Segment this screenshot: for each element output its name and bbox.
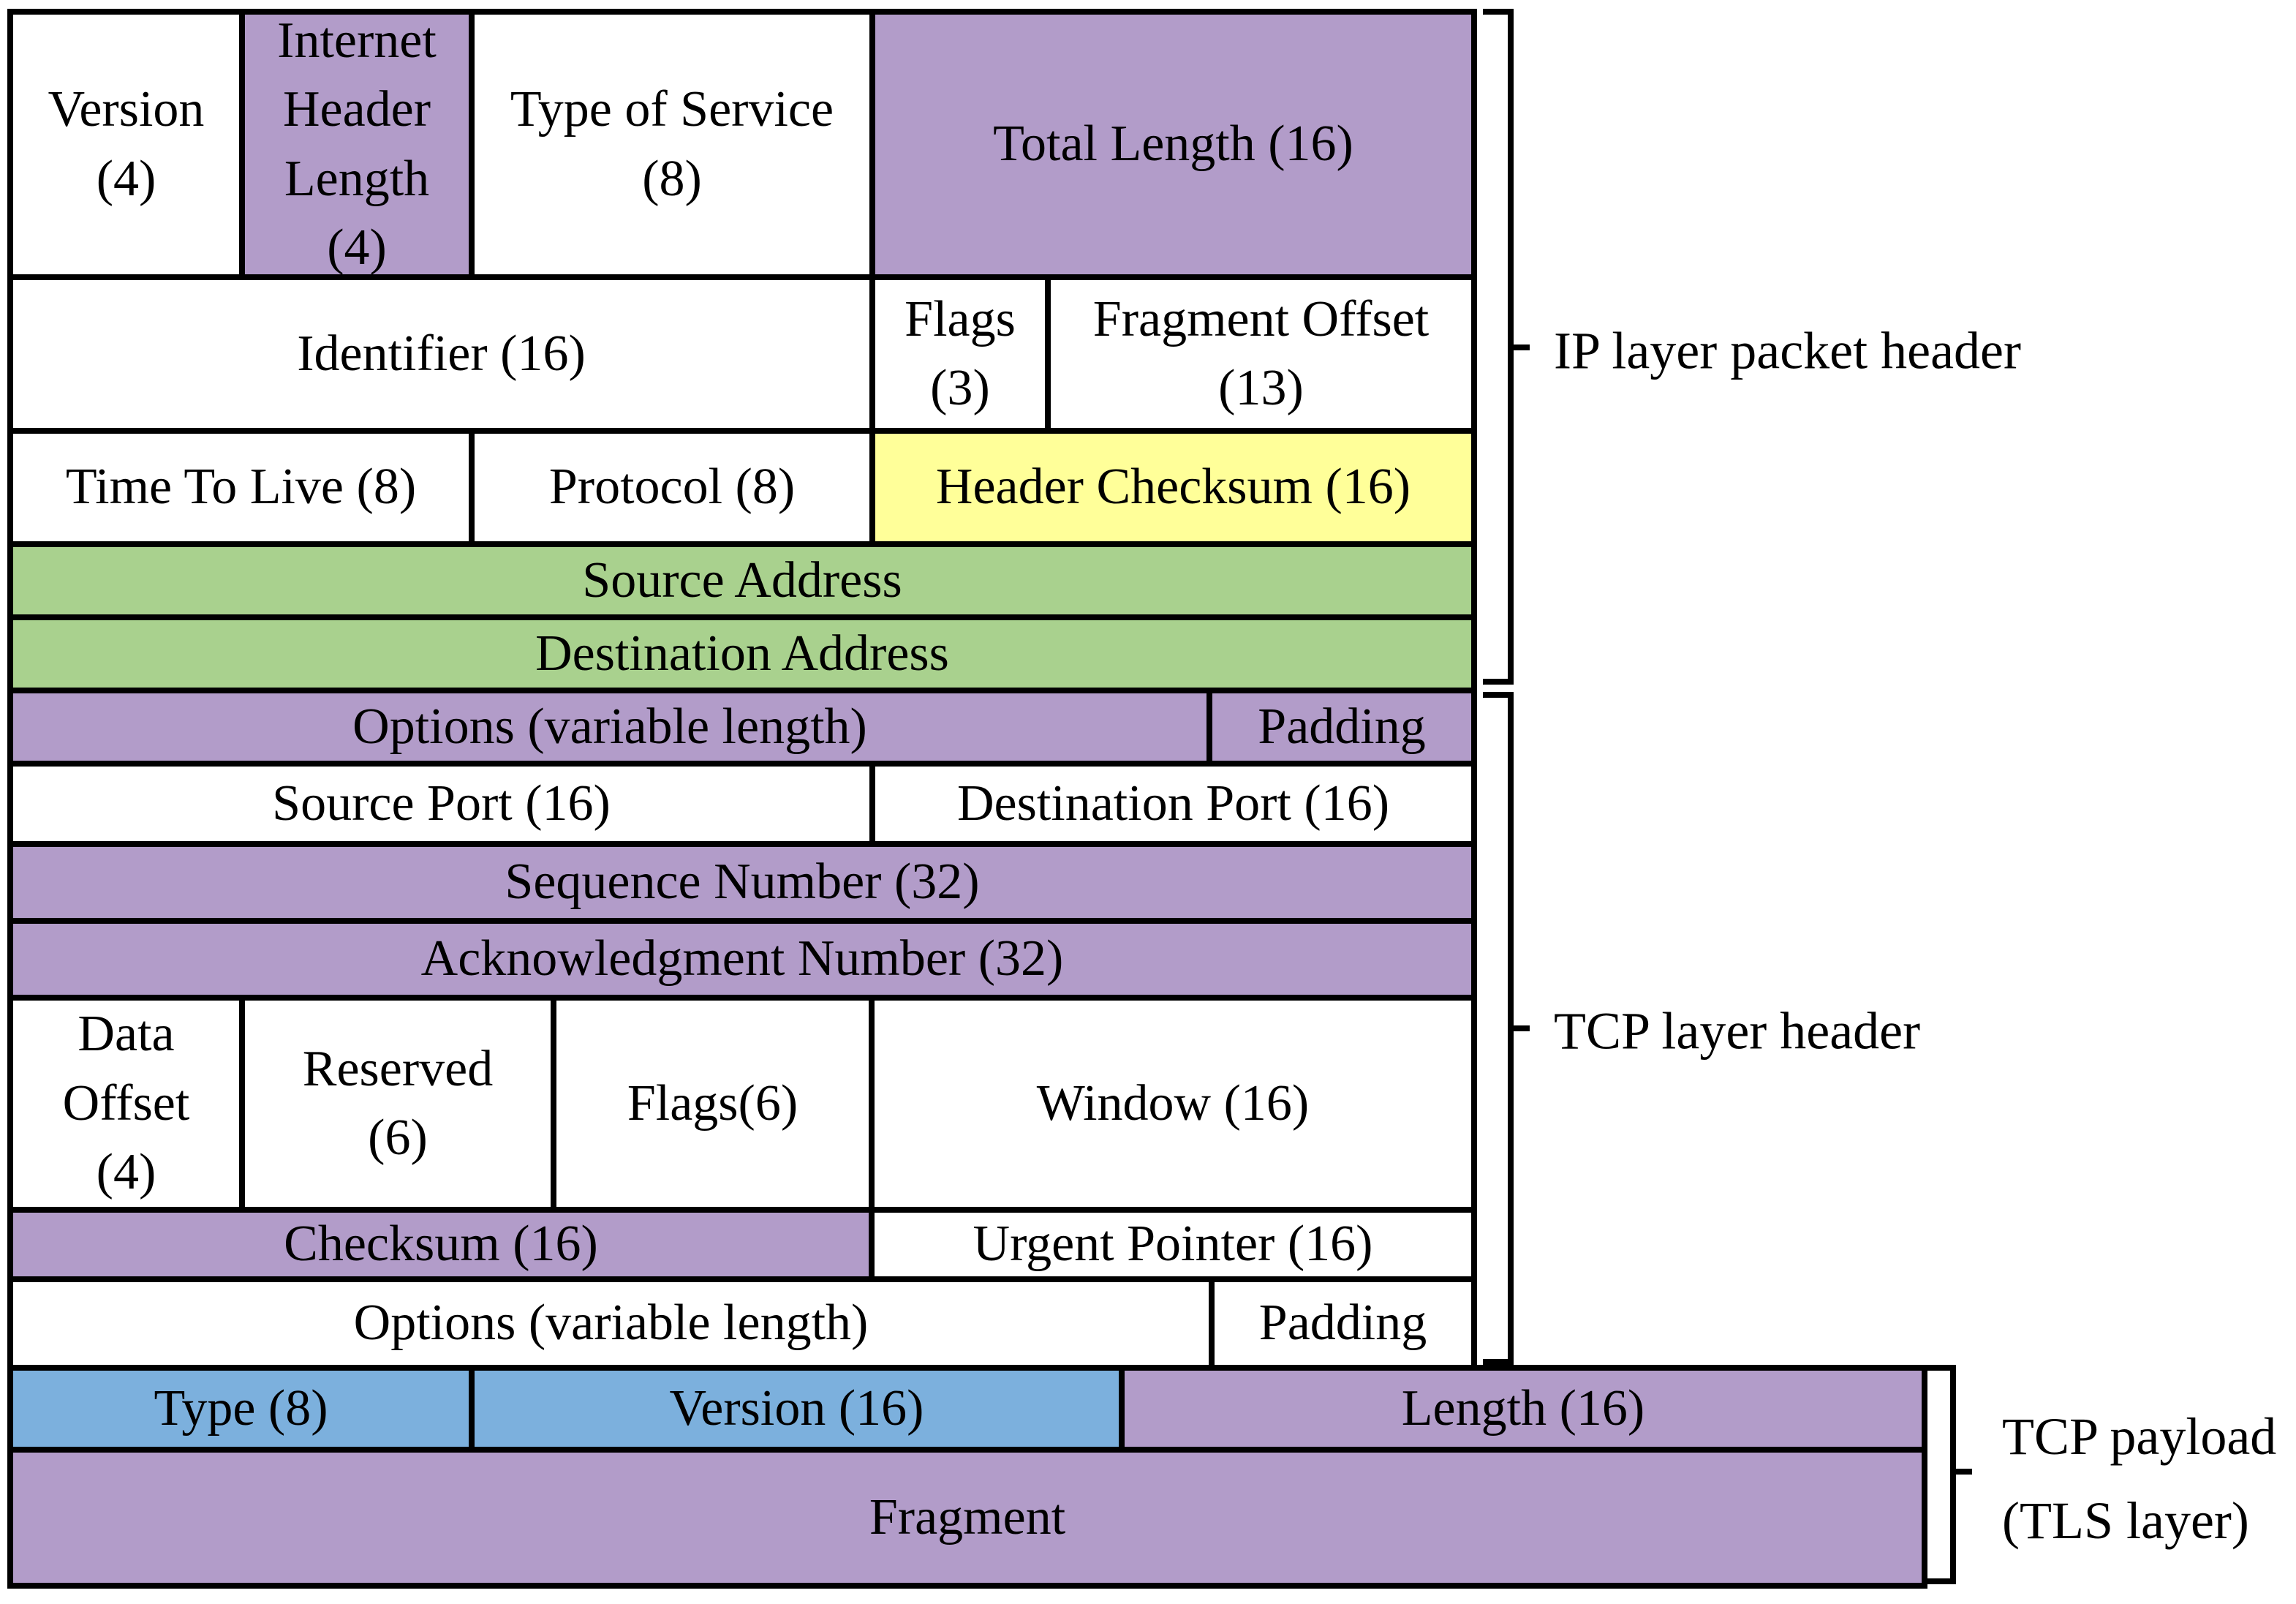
tls-bracket-mid-tick	[1956, 1469, 1972, 1475]
tls-record-table: Type (8) Version (16) Length (16) Fragme…	[7, 1365, 1927, 1589]
tcp-bracket-mid-tick	[1514, 1025, 1530, 1031]
field-destination-address: Destination Address	[13, 620, 1471, 688]
tls-bracket-line	[1950, 1365, 1956, 1584]
field-fragment-offset: Fragment Offset (13)	[1051, 280, 1471, 428]
table-row: Fragment	[13, 1453, 1922, 1583]
ip-header-label: IP layer packet header	[1554, 321, 2021, 380]
table-row: Source Address	[13, 547, 1471, 614]
ip-bracket-bottom-hook	[1483, 679, 1514, 685]
tcp-bracket-top-hook	[1483, 692, 1514, 698]
field-reserved: Reserved (6)	[245, 1001, 551, 1207]
tcp-header-label: TCP layer header	[1554, 1001, 1921, 1061]
field-ip-padding: Padding	[1212, 693, 1471, 761]
table-row: Time To Live (8) Protocol (8) Header Che…	[13, 434, 1471, 541]
tcp-bracket-line	[1508, 692, 1514, 1365]
table-row: Acknowledgment Number (32)	[13, 924, 1471, 995]
field-protocol: Protocol (8)	[475, 434, 869, 541]
field-acknowledgment-number: Acknowledgment Number (32)	[13, 924, 1471, 995]
field-ip-options: Options (variable length)	[13, 693, 1206, 761]
table-row: Data Offset (4) Reserved (6) Flags(6) Wi…	[13, 1001, 1471, 1207]
table-row: Options (variable length) Padding	[13, 693, 1471, 761]
field-ip-flags: Flags (3)	[875, 280, 1045, 428]
tls-payload-label: TCP payload (TLS layer)	[2002, 1407, 2277, 1550]
table-row: Version (4) Internet Header Length (4) T…	[13, 12, 1471, 276]
tls-bracket-bottom-hook	[1925, 1578, 1956, 1584]
field-destination-port: Destination Port (16)	[875, 767, 1471, 841]
field-tcp-padding: Padding	[1215, 1282, 1471, 1365]
table-row: Destination Address	[13, 620, 1471, 688]
field-total-length: Total Length (16)	[875, 15, 1471, 274]
field-type-of-service: Type of Service (8)	[475, 15, 869, 274]
ip-tcp-header-table: Version (4) Internet Header Length (4) T…	[7, 9, 1477, 1371]
field-tls-type: Type (8)	[13, 1371, 469, 1447]
field-tcp-checksum: Checksum (16)	[13, 1213, 869, 1276]
table-row: Type (8) Version (16) Length (16)	[13, 1371, 1922, 1447]
field-tcp-flags: Flags(6)	[556, 1001, 869, 1207]
field-source-port: Source Port (16)	[13, 767, 869, 841]
field-time-to-live: Time To Live (8)	[13, 434, 469, 541]
field-header-checksum: Header Checksum (16)	[875, 434, 1471, 541]
ip-bracket-mid-tick	[1514, 344, 1530, 350]
field-tcp-options: Options (variable length)	[13, 1282, 1209, 1365]
field-data-offset: Data Offset (4)	[13, 1001, 239, 1207]
table-row: Identifier (16) Flags (3) Fragment Offse…	[13, 280, 1471, 428]
field-sequence-number: Sequence Number (32)	[13, 847, 1471, 918]
ip-bracket-line	[1508, 9, 1514, 685]
field-tls-fragment: Fragment	[13, 1453, 1922, 1583]
table-row: Source Port (16) Destination Port (16)	[13, 767, 1471, 841]
tcp-bracket-bottom-hook	[1483, 1359, 1514, 1365]
field-version: Version (4)	[13, 15, 239, 274]
field-tls-version: Version (16)	[475, 1371, 1119, 1447]
field-tls-length: Length (16)	[1125, 1371, 1922, 1447]
field-window: Window (16)	[875, 1001, 1471, 1207]
field-urgent-pointer: Urgent Pointer (16)	[875, 1213, 1471, 1276]
field-source-address: Source Address	[13, 547, 1471, 614]
table-row: Options (variable length) Padding	[13, 1282, 1471, 1365]
ip-bracket-top-hook	[1483, 9, 1514, 15]
field-internet-header-length: Internet Header Length (4)	[245, 12, 469, 276]
field-identifier: Identifier (16)	[13, 280, 869, 428]
tls-bracket-top-hook	[1925, 1365, 1956, 1371]
table-row: Checksum (16) Urgent Pointer (16)	[13, 1213, 1471, 1276]
table-row: Sequence Number (32)	[13, 847, 1471, 918]
